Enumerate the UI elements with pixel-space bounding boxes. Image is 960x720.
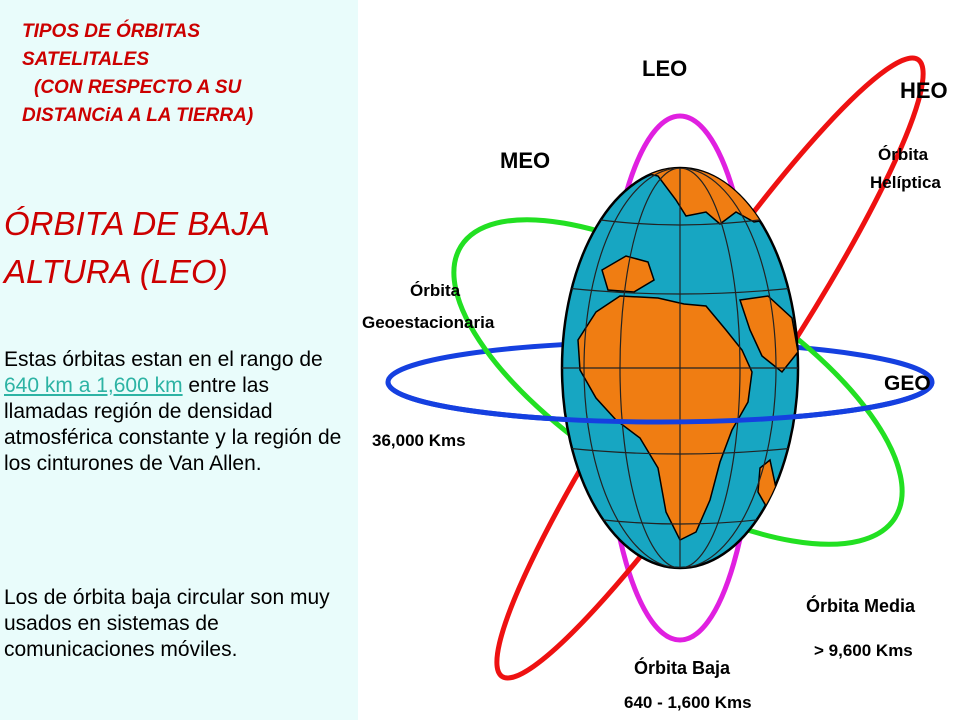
label-meo: MEO bbox=[500, 148, 550, 173]
africa-landmass bbox=[577, 295, 753, 542]
label-orbita-media: Órbita Media bbox=[806, 595, 916, 616]
label-geo-distance: 36,000 Kms bbox=[372, 431, 466, 450]
slide-title: TIPOS DE ÓRBITAS SATELITALES (CON RESPEC… bbox=[22, 18, 358, 130]
range-link[interactable]: 640 km a 1,600 km bbox=[4, 374, 183, 397]
label-orbita-heliptica-1: Órbita bbox=[878, 145, 929, 164]
description-text-start: Estas órbitas estan en el rango de bbox=[4, 348, 323, 371]
label-heo: HEO bbox=[900, 78, 948, 103]
continents bbox=[577, 168, 798, 542]
label-meo-distance: > 9,600 Kms bbox=[814, 641, 913, 660]
label-orbita-heliptica-2: Helíptica bbox=[870, 173, 941, 192]
title-line-1: TIPOS DE ÓRBITAS bbox=[22, 21, 201, 42]
label-orbita-geo-1: Órbita bbox=[410, 281, 461, 300]
label-geo: GEO bbox=[884, 372, 931, 395]
geo-orbit-front bbox=[385, 381, 935, 425]
heading-line-2: ALTURA (LEO) bbox=[4, 253, 228, 290]
title-line-2: SATELITALES bbox=[22, 49, 150, 70]
section-heading: ÓRBITA DE BAJA ALTURA (LEO) bbox=[4, 200, 354, 296]
label-leo-distance: 640 - 1,600 Kms bbox=[624, 693, 752, 712]
label-leo: LEO bbox=[642, 56, 687, 81]
arabia-landmass bbox=[739, 295, 798, 374]
iberia-landmass bbox=[601, 255, 655, 293]
globe-graticule bbox=[562, 168, 798, 568]
leo-usage-text: Los de órbita baja circular son muy usad… bbox=[4, 586, 330, 661]
title-line-4: DISTANCiA A LA TIERRA) bbox=[22, 105, 254, 126]
leo-description: Estas órbitas estan en el rango de 640 k… bbox=[4, 347, 354, 477]
description-text-end: entre las llamadas región de densidad at… bbox=[4, 374, 342, 475]
label-orbita-baja: Órbita Baja bbox=[634, 657, 731, 678]
title-line-3: (CON RESPECTO A SU bbox=[34, 77, 242, 98]
orbit-diagram: LEO HEO MEO Órbita Helíptica Órbita Geoe… bbox=[362, 55, 948, 712]
heading-line-1: ÓRBITA DE BAJA bbox=[4, 205, 270, 242]
label-orbita-geo-2: Geoestacionaria bbox=[362, 313, 495, 332]
text-panel bbox=[0, 0, 358, 720]
